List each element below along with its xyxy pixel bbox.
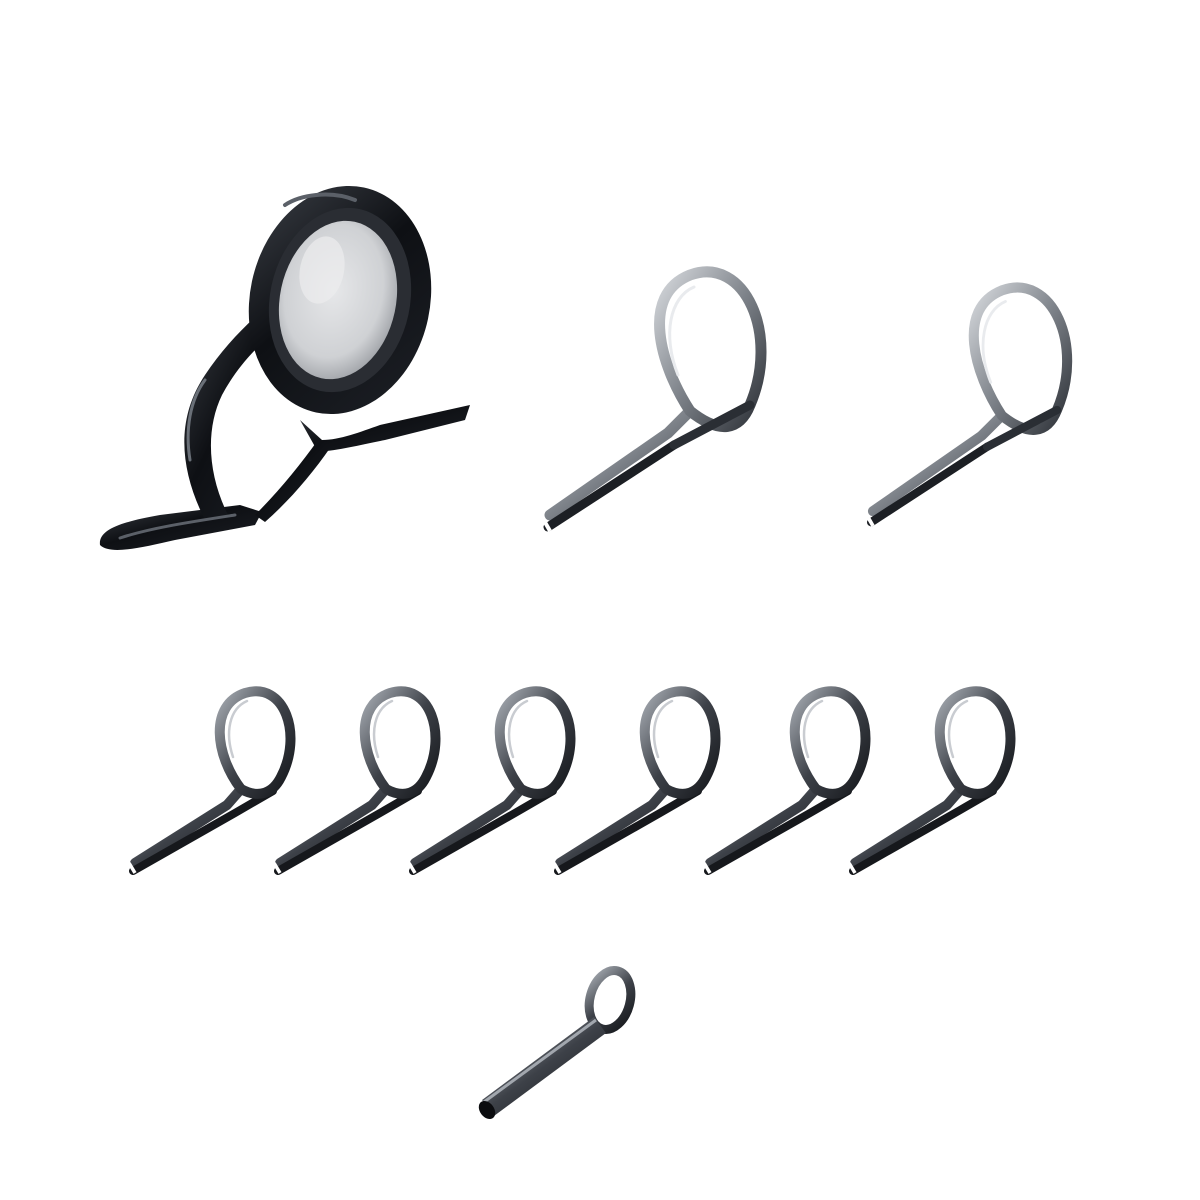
ceramic-ring-guide-icon: [99, 185, 470, 550]
tip-top-icon: [478, 966, 636, 1120]
